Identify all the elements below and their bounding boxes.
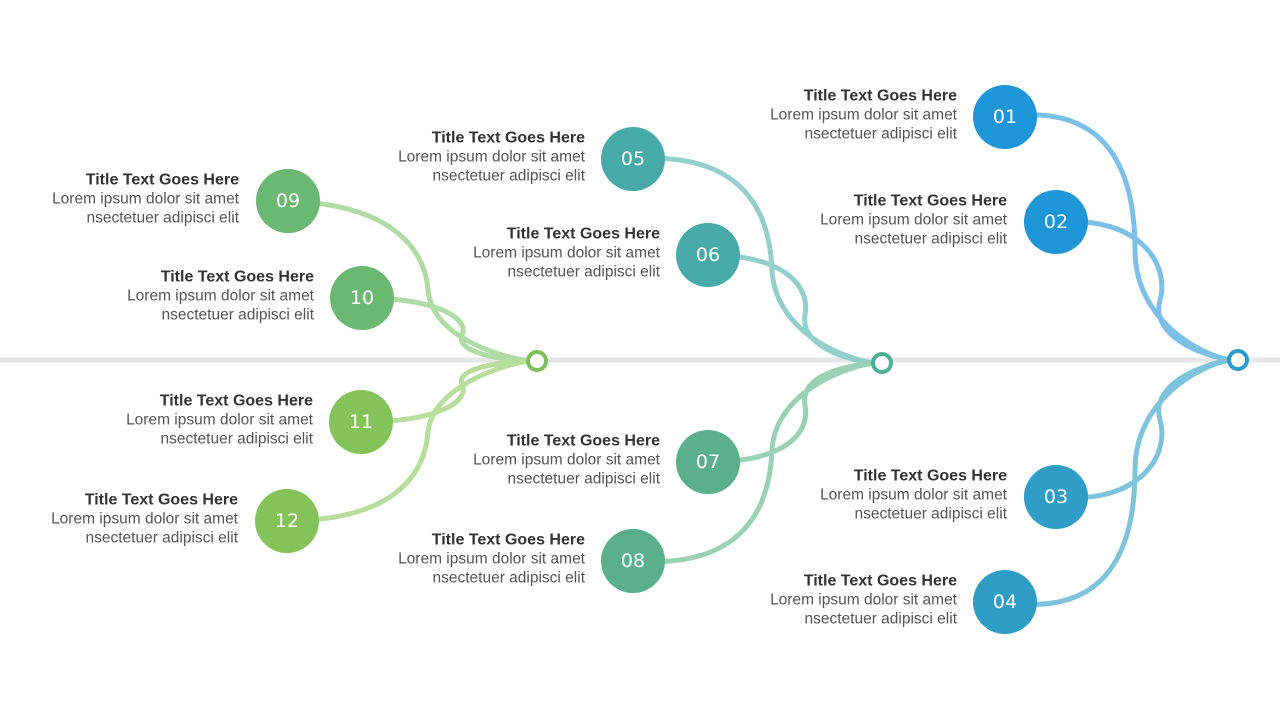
item-description-line1: Lorem ipsum dolor sit amet: [126, 411, 313, 429]
node-12: 12: [255, 489, 319, 553]
item-description-line2: nsectetuer adipisci elit: [85, 529, 239, 547]
hub-2: [871, 352, 893, 374]
item-description-line1: Lorem ipsum dolor sit amet: [398, 550, 585, 568]
connector-09: [287, 198, 530, 364]
node-02: 02: [1024, 190, 1088, 254]
connector-10: [361, 295, 530, 364]
item-title: Title Text Goes Here: [159, 392, 313, 410]
connector-07: [707, 360, 875, 465]
item-description-line2: nsectetuer adipisci elit: [86, 209, 240, 227]
item-description-line1: Lorem ipsum dolor sit amet: [52, 190, 239, 208]
item-description-line1: Lorem ipsum dolor sit amet: [770, 106, 957, 124]
item-description-line2: nsectetuer adipisci elit: [804, 125, 958, 143]
item-description-line1: Lorem ipsum dolor sit amet: [820, 211, 1007, 229]
item-description-line2: nsectetuer adipisci elit: [507, 263, 661, 281]
item-description-line2: nsectetuer adipisci elit: [854, 505, 1008, 523]
node-10: 10: [330, 266, 394, 330]
item-title: Title Text Goes Here: [853, 467, 1007, 485]
node-08: 08: [601, 529, 665, 593]
item-description-line1: Lorem ipsum dolor sit amet: [820, 486, 1007, 504]
item-title: Title Text Goes Here: [853, 192, 1007, 210]
item-title: Title Text Goes Here: [506, 432, 660, 450]
item-description-line2: nsectetuer adipisci elit: [160, 430, 314, 448]
connector-08: [632, 360, 875, 565]
node-06: 06: [676, 223, 740, 287]
item-title: Title Text Goes Here: [431, 129, 585, 147]
item-description-line1: Lorem ipsum dolor sit amet: [51, 510, 238, 528]
item-description-line2: nsectetuer adipisci elit: [432, 167, 586, 185]
item-title: Title Text Goes Here: [160, 268, 314, 286]
item-title: Title Text Goes Here: [84, 491, 238, 509]
item-description-line1: Lorem ipsum dolor sit amet: [398, 148, 585, 166]
hub-1: [1227, 349, 1249, 371]
node-09: 09: [256, 169, 320, 233]
hub-3: [526, 350, 548, 372]
item-title: Title Text Goes Here: [803, 572, 957, 590]
item-title: Title Text Goes Here: [431, 531, 585, 549]
item-description-line2: nsectetuer adipisci elit: [804, 610, 958, 628]
item-title: Title Text Goes Here: [85, 171, 239, 189]
item-description-line1: Lorem ipsum dolor sit amet: [473, 244, 660, 262]
item-description-line2: nsectetuer adipisci elit: [432, 569, 586, 587]
item-description-line2: nsectetuer adipisci elit: [507, 470, 661, 488]
item-description-line1: Lorem ipsum dolor sit amet: [127, 287, 314, 305]
connector-01: [1004, 112, 1231, 363]
item-title: Title Text Goes Here: [803, 87, 957, 105]
node-07: 07: [676, 430, 740, 494]
item-description-line1: Lorem ipsum dolor sit amet: [473, 451, 660, 469]
node-05: 05: [601, 127, 665, 191]
item-description-line2: nsectetuer adipisci elit: [161, 306, 315, 324]
connector-12: [286, 358, 530, 524]
connector-06: [707, 252, 875, 366]
connector-04: [1004, 357, 1231, 607]
node-04: 04: [973, 570, 1037, 634]
connector-02: [1055, 218, 1231, 363]
node-01: 01: [973, 85, 1037, 149]
node-03: 03: [1024, 465, 1088, 529]
item-description-line2: nsectetuer adipisci elit: [854, 230, 1008, 248]
item-title: Title Text Goes Here: [506, 225, 660, 243]
item-description-line1: Lorem ipsum dolor sit amet: [770, 591, 957, 609]
node-11: 11: [329, 390, 393, 454]
